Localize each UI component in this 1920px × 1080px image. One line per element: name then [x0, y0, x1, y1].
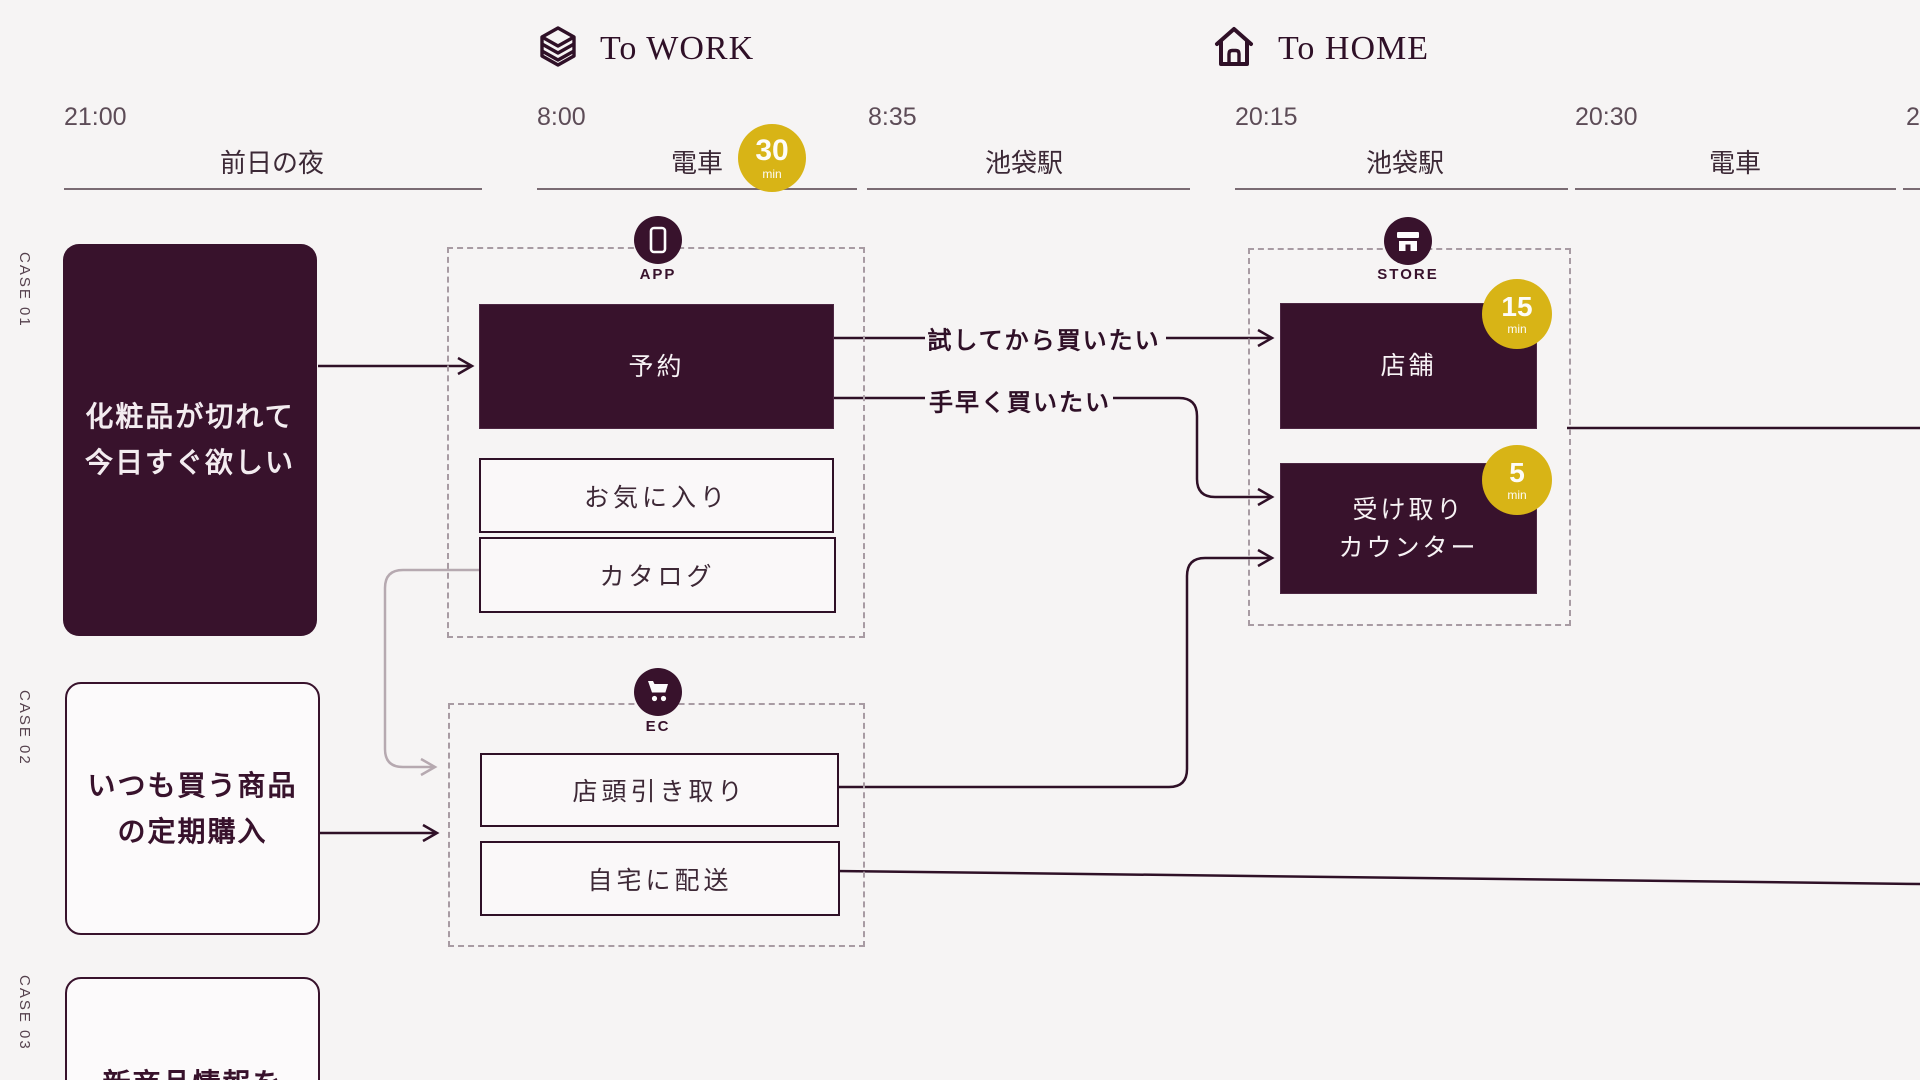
shop-time-badge: 15 min [1482, 279, 1552, 349]
app-caption: APP [639, 266, 677, 283]
ec-item-store-pickup: 店頭引き取り [480, 753, 839, 827]
arrow-quick-to-counter [1113, 396, 1270, 499]
ec-caption: EC [645, 718, 671, 735]
case2-line2: の定期購入 [117, 815, 268, 847]
timeline-label-train-am: 電車 [670, 148, 723, 178]
arrow-pickup-to-counter [836, 556, 1270, 789]
cart-icon [634, 668, 682, 716]
timeline-label-prev-night: 前日の夜 [219, 148, 324, 178]
case2-card: いつも買う商品 の定期購入 [65, 682, 320, 935]
app-item-catalog: カタログ [479, 537, 836, 613]
timeline-label-station-pm: 池袋駅 [1365, 148, 1444, 178]
case1-line2: 今日すぐ欲しい [84, 447, 295, 478]
line-delivery-onward [835, 869, 1920, 886]
route-try-label: 試してから買いたい [927, 327, 1161, 355]
timeline-label-train-pm: 電車 [1708, 148, 1761, 178]
storefront-icon [1384, 217, 1432, 265]
counter-line1: 受け取り [1352, 495, 1465, 524]
timeline-time-2100: 21:00 [64, 103, 127, 131]
case2-id: CASE 02 [16, 690, 33, 766]
layers-icon [538, 26, 578, 68]
counter-time-badge: 5 min [1482, 445, 1552, 515]
counter-line2: カウンター [1338, 533, 1479, 562]
case2-line1: いつも買う商品 [87, 769, 298, 801]
case1-id: CASE 01 [16, 252, 33, 328]
app-item-reserve: 予約 [479, 304, 834, 429]
train-time-badge: 30 min [738, 124, 806, 192]
smartphone-icon [634, 216, 682, 264]
route-quick-label: 手早く買いたい [929, 389, 1111, 417]
store-caption: STORE [1377, 266, 1439, 283]
to-home-title: To HOME [1278, 30, 1430, 67]
timeline-time-2015: 20:15 [1235, 103, 1298, 131]
timeline-time-2030: 20:30 [1575, 103, 1638, 131]
timeline-label-station-am: 池袋駅 [984, 148, 1063, 178]
timeline-time-800: 8:00 [537, 103, 586, 131]
case3-line1: 新商品情報を [65, 1062, 320, 1080]
to-work-title: To WORK [600, 30, 755, 67]
timeline-time-2100b: 21:00 [1906, 103, 1920, 131]
home-icon [1214, 25, 1254, 69]
case3-id: CASE 03 [16, 975, 33, 1051]
case3-card [65, 977, 320, 1080]
timeline-time-835: 8:35 [868, 103, 917, 131]
app-item-favorites: お気に入り [479, 458, 834, 533]
ec-item-home-delivery: 自宅に配送 [480, 841, 840, 916]
case1-card: 化粧品が切れて 今日すぐ欲しい [63, 244, 317, 636]
arrow-catalog-to-ec [383, 568, 479, 777]
case1-line1: 化粧品が切れて [85, 401, 295, 432]
